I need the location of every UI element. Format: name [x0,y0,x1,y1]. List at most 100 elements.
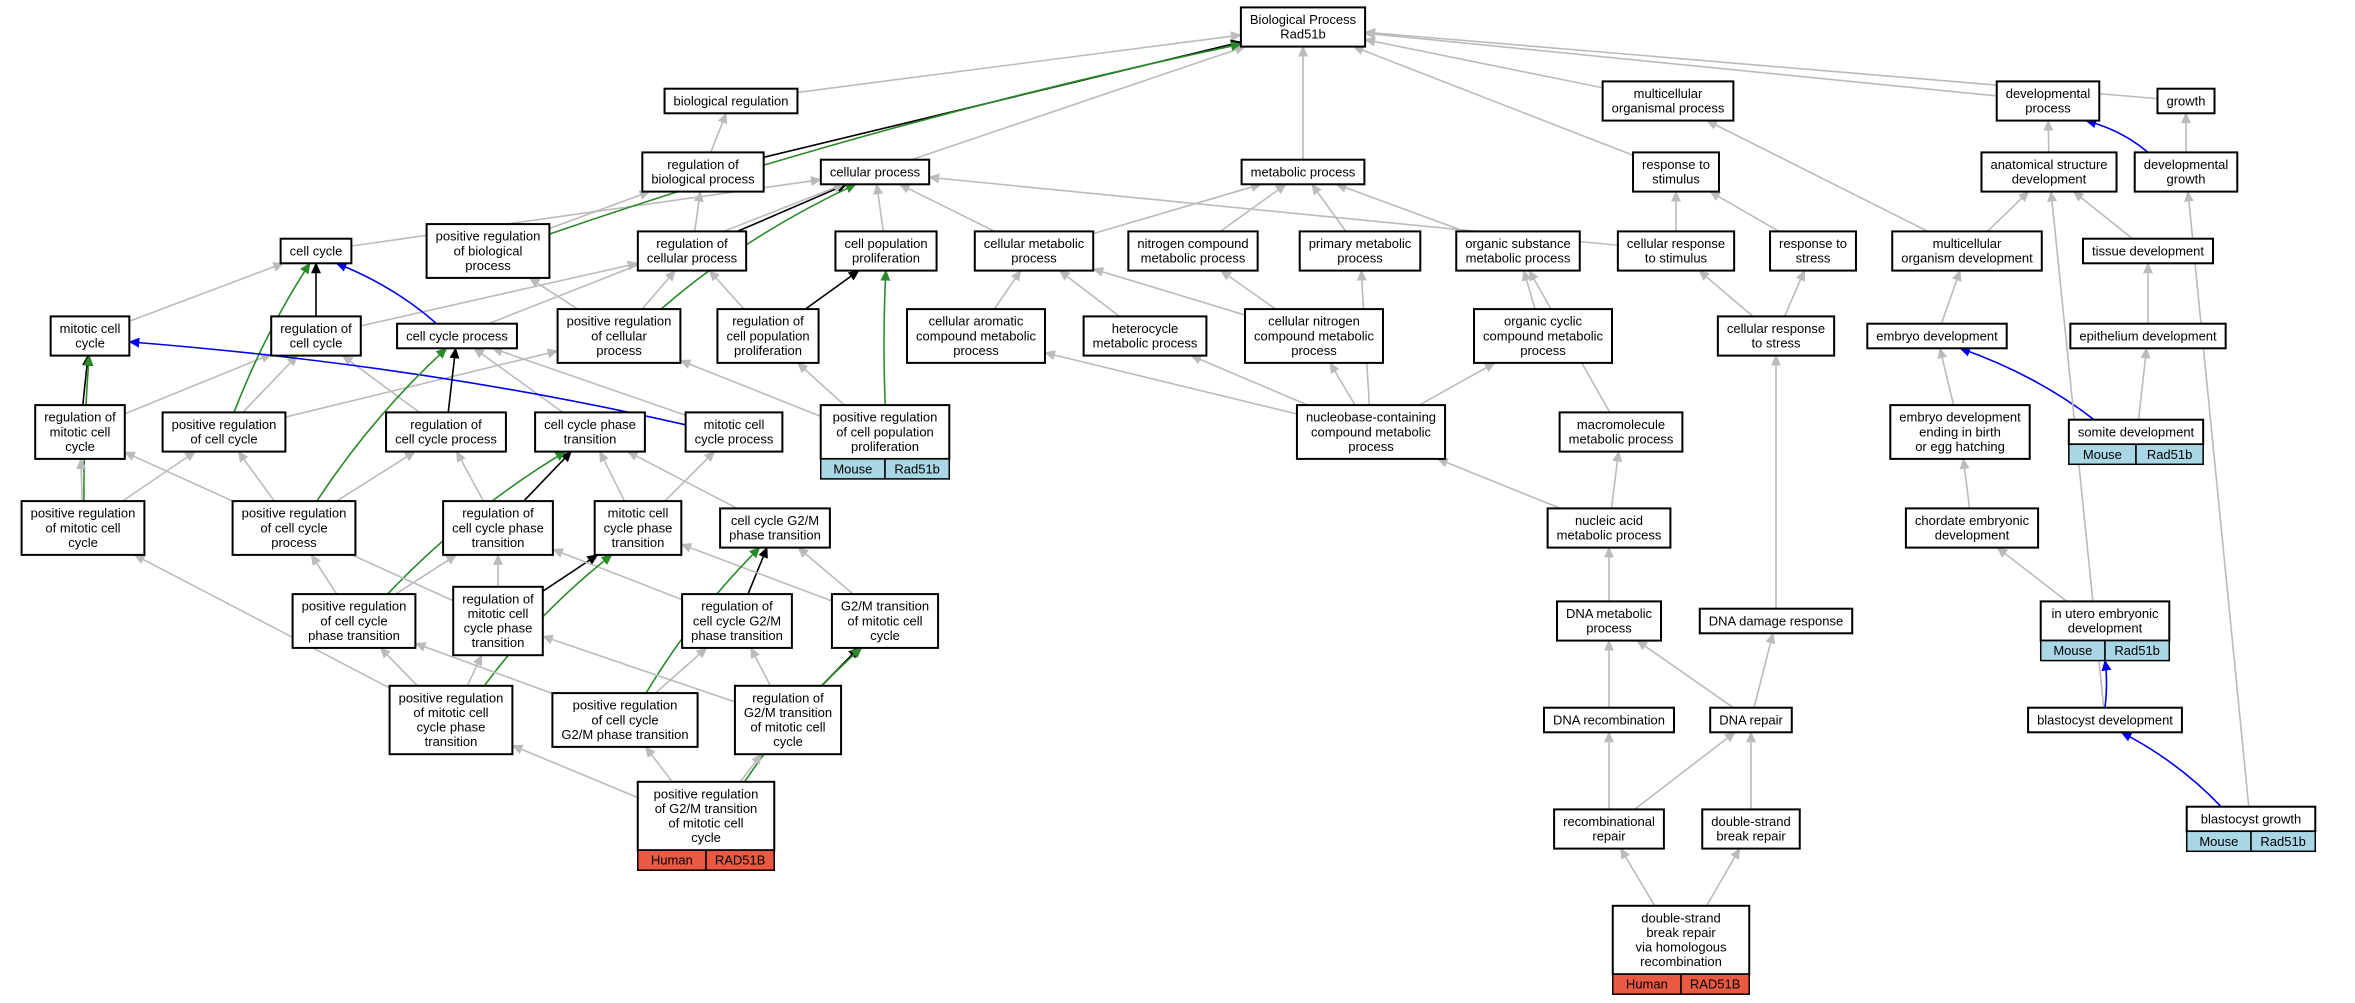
node-label-line: cell cycle [290,243,343,258]
node-label-line: via homologous [1635,940,1727,955]
node-box [1698,607,1854,635]
node-box [2081,237,2215,265]
node-label-line: chordate embryonic [1915,513,2030,528]
node-label-line: positive regulation [31,506,136,521]
node-label-line: to stress [1751,336,1801,351]
node-label-line: metabolic process [1569,432,1674,447]
node-label-line: cell cycle phase [452,520,544,535]
node-label-line: macromolecule [1577,417,1665,432]
edge-regccg2m-to-regccphase [551,548,683,601]
node-label-line: embryo development [1899,410,2021,425]
tag-cell [2135,443,2204,466]
edge-inutero-to-chordate [1996,546,2068,603]
node-box [1980,151,2118,193]
node-label-line: process [2025,101,2071,116]
node-label-line: G2/M phase transition [561,727,688,742]
node-box [1543,706,1675,734]
node-label-line: process [596,343,642,358]
node-label-line: heterocycle [1112,321,1178,336]
node-box [396,322,518,350]
edge-blastdev-to-inutero [2101,659,2112,708]
node-label-line: of mitotic cell [847,613,922,628]
node-label-line: embryo development [1876,328,1998,343]
node-label-line: cell population [726,328,809,343]
edge-nucleobase-to-cellnitro [1329,362,1356,406]
edge-hetero-to-cellmetab [1058,269,1120,318]
node-label-line: epithelium development [2079,328,2217,343]
edge-posregbio-to-regbio [549,190,651,230]
node-label-line: compound metabolic [1311,424,1431,439]
node-label-line: stimulus [1652,172,1700,187]
edge-mitccphase-to-mitccproc [664,450,716,502]
edge-posregccproc-to-regccproc [336,450,416,502]
edge-orgcyclic-to-orgsubst [1521,269,1536,310]
node-label-line: process [271,535,317,550]
node-label-line: positive regulation [242,506,347,521]
node-box [1455,230,1581,272]
edge-somite-to-epithdev [2137,347,2151,420]
node-label-line: compound metabolic [916,328,1036,343]
species-tag: Mouse [2199,834,2238,849]
node-label-line: regulation of [44,410,116,425]
node-label-line: transition [472,635,525,650]
node-label-line: cycle phase [604,520,673,535]
node-box [1611,904,1751,976]
node-label-line: organic substance [1465,236,1571,251]
edge-regccphase-to-ccphase [523,450,572,502]
node-label-line: G2/M transition [841,599,929,614]
node-label-line: developmental [2006,86,2091,101]
node-box [1473,308,1613,364]
node-box [641,151,765,193]
node-label-line: regulation of [701,599,773,614]
node-label-line: metabolic process [1141,251,1246,266]
node-label-line: cellular nitrogen [1268,314,1360,329]
node-box [2039,600,2171,642]
edge-mitccphase-to-ccphase [599,450,626,502]
edge-cellmetab-to-cellproc [898,183,995,233]
node-label-line: growth [2166,93,2205,108]
node-label-line: phase transition [729,528,821,543]
node-box [1716,315,1836,357]
node-box [973,230,1095,272]
gene-tag: Rad51b [2114,643,2160,658]
edge-regccproc-to-regcc [341,354,420,414]
node-box [1553,808,1665,850]
node-box [1889,404,2031,460]
edge-posregcellpop-to-posregcell [679,359,822,418]
node-label-line: of mitotic cell [750,720,825,735]
edge-posregccg2m-to-regccg2m [654,647,708,694]
edge-g2mmit-to-mitccphase [680,543,833,602]
node-label: DNA damage response [1709,613,1843,628]
node-box [1904,507,2040,549]
edge-devproc-to-bp [1364,29,1997,97]
edge-nucleobase-to-hetero [1190,354,1308,406]
node-label: blastocyst growth [2201,811,2301,826]
edge-bioreg-to-bp [797,31,1242,94]
node-box [534,411,646,453]
node-label-line: cellular process [647,251,738,266]
node-box [1558,411,1684,453]
node-label-line: phase transition [308,628,400,643]
node-label-line: cell cycle G2/M [693,613,781,628]
node-box [719,507,831,549]
go-node-bioreg: biological regulation [663,87,799,115]
edge-dnarepair-to-dnametab [1636,639,1734,709]
